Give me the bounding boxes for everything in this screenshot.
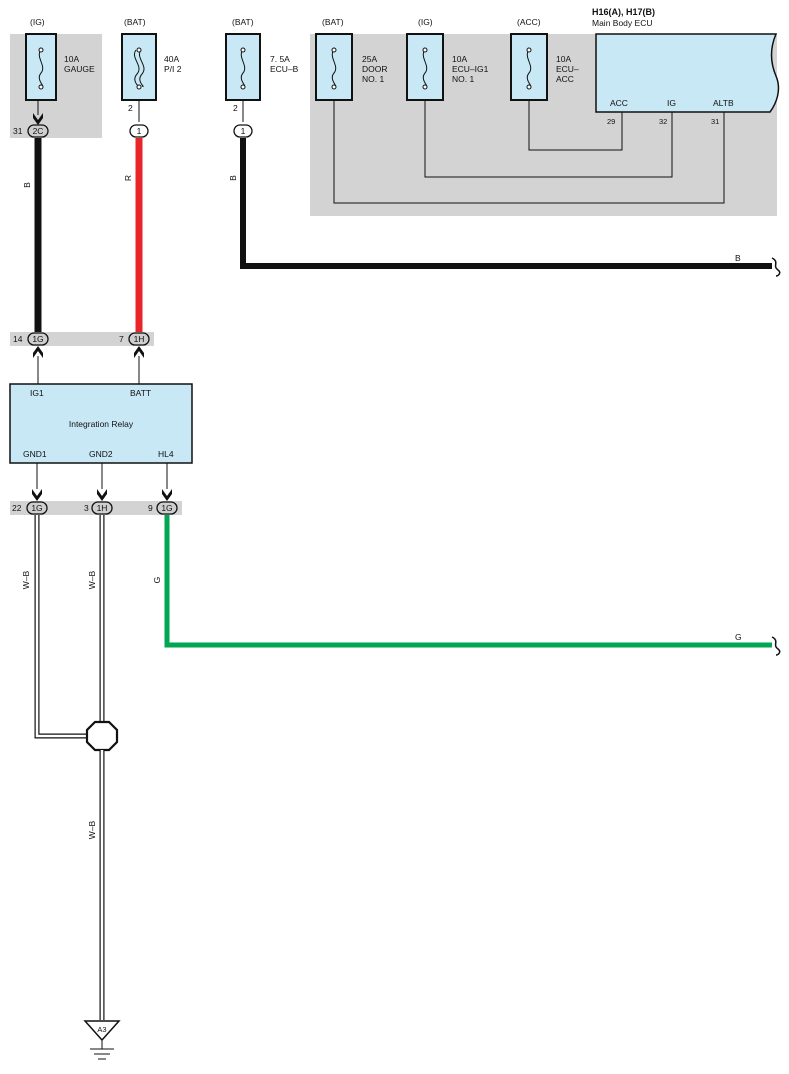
fuse-ecub-amp: 7. 5A — [270, 54, 290, 64]
fuse-ecuacc-source: (ACC) — [517, 17, 541, 27]
connector-1-ecub-label: 1 — [241, 126, 246, 136]
fuse-ecuacc-amp: 10A — [556, 54, 571, 64]
connector-1h-top-label: 1H — [134, 334, 145, 344]
connector-1h-gnd2: 1H 3 — [84, 463, 113, 515]
fuse-ecuig1-name2: NO. 1 — [452, 74, 474, 84]
fuse-ecub-source: (BAT) — [232, 17, 254, 27]
connector-1-ecub: 1 — [233, 124, 253, 138]
fuse-ecub: (BAT) 7. 5A ECU–B 2 — [225, 17, 299, 122]
fuse-gauge-name: GAUGE — [64, 64, 95, 74]
connector-1h-top: 1H 7 — [119, 332, 150, 384]
fuse-pi2-pin: 2 — [128, 103, 133, 113]
ecu-name: Main Body ECU — [592, 18, 652, 28]
connector-1h-gnd2-pin: 3 — [84, 503, 89, 513]
connector-2c-label: 2C — [33, 126, 44, 136]
ecu-pin-altb: 31 — [711, 117, 719, 126]
relay-terminal-ig1: IG1 — [30, 388, 44, 398]
connector-1g-hl4-pin: 9 — [148, 503, 153, 513]
connector-1g-gnd1-label: 1G — [31, 503, 42, 513]
connector-1h-top-pin: 7 — [119, 334, 124, 344]
fuse-ecuig1-source: (IG) — [418, 17, 433, 27]
connector-1h-gnd2-label: 1H — [97, 503, 108, 513]
fuse-pi2: (BAT) 40A P/I 2 2 — [121, 17, 182, 122]
wire-gnd1: W–B — [21, 515, 92, 739]
connector-2c: 2C 31 — [13, 113, 49, 138]
wire-hl4-color-vertical: G — [152, 577, 162, 584]
wire-pi2: R — [123, 138, 143, 332]
main-body-ecu: H16(A), H17(B) Main Body ECU ACC IG ALTB… — [592, 7, 780, 126]
fuse-gauge-source: (IG) — [30, 17, 45, 27]
ecu-pin-ig: 32 — [659, 117, 667, 126]
fuse-ecuig1-name: ECU–IG1 — [452, 64, 489, 74]
connector-1g-hl4: 1G 9 — [148, 463, 178, 515]
wire-ground-trunk: W–B — [87, 750, 105, 1020]
connector-1g-hl4-label: 1G — [161, 503, 172, 513]
fuse-ecuig1-amp: 10A — [452, 54, 467, 64]
fuse-ecuacc: (ACC) 10A ECU– ACC — [510, 17, 579, 101]
integration-relay: IG1 BATT Integration Relay GND1 GND2 HL4 — [9, 383, 193, 464]
fuse-door1-name: DOOR — [362, 64, 388, 74]
relay-terminal-gnd1: GND1 — [23, 449, 47, 459]
wire-hl4-color-horizontal: G — [735, 632, 742, 642]
wire-ground-trunk-color: W–B — [87, 820, 97, 839]
fuse-ecuacc-name: ECU– — [556, 64, 579, 74]
ecu-pin-acc: 29 — [607, 117, 615, 126]
relay-terminal-batt: BATT — [130, 388, 151, 398]
fuse-gauge: (IG) 10A GAUGE — [25, 17, 95, 115]
ground-a3: A3 — [83, 1020, 121, 1060]
fuse-door1-source: (BAT) — [322, 17, 344, 27]
wire-gnd2: W–B — [87, 515, 105, 722]
connector-1g-gnd1: 1G 22 — [12, 463, 48, 515]
fuse-ecuacc-name2: ACC — [556, 74, 574, 84]
connector-2c-pin: 31 — [13, 126, 23, 136]
ecu-code: H16(A), H17(B) — [592, 7, 655, 17]
ecu-terminal-acc: ACC — [610, 98, 628, 108]
wire-gauge: B — [22, 138, 42, 332]
relay-name: Integration Relay — [69, 419, 134, 429]
splice-point — [85, 720, 119, 752]
fuse-door1-amp: 25A — [362, 54, 377, 64]
wire-ecub-color-vertical: B — [228, 175, 238, 181]
wire-ecub: B B — [228, 138, 781, 277]
ecu-terminal-altb: ALTB — [713, 98, 734, 108]
relay-terminal-hl4: HL4 — [158, 449, 174, 459]
relay-terminal-gnd2: GND2 — [89, 449, 113, 459]
wire-gnd2-color: W–B — [87, 570, 97, 589]
connector-1g-top-label: 1G — [32, 334, 43, 344]
wire-hl4: G G — [152, 515, 781, 656]
fuse-ecub-name: ECU–B — [270, 64, 299, 74]
connector-1-pi2: 1 — [129, 124, 149, 138]
ecu-terminal-ig: IG — [667, 98, 676, 108]
fuse-ecuig1: (IG) 10A ECU–IG1 NO. 1 — [406, 17, 489, 101]
wire-gauge-color: B — [22, 182, 32, 188]
connector-1g-top-pin: 14 — [13, 334, 23, 344]
connector-1g-top: 1G 14 — [13, 332, 49, 384]
fuse-pi2-amp: 40A — [164, 54, 179, 64]
connector-1g-gnd1-pin: 22 — [12, 503, 22, 513]
wire-gnd1-color: W–B — [21, 570, 31, 589]
ground-a3-label: A3 — [97, 1025, 106, 1034]
fuse-gauge-amp: 10A — [64, 54, 79, 64]
wire-ecub-color-horizontal: B — [735, 253, 741, 263]
connector-1-pi2-label: 1 — [137, 126, 142, 136]
fuse-ecub-pin: 2 — [233, 103, 238, 113]
wire-pi2-color: R — [123, 175, 133, 181]
fuse-pi2-name: P/I 2 — [164, 64, 182, 74]
fuse-door1-name2: NO. 1 — [362, 74, 384, 84]
fuse-pi2-source: (BAT) — [124, 17, 146, 27]
junction-internal-wiring — [333, 100, 725, 204]
